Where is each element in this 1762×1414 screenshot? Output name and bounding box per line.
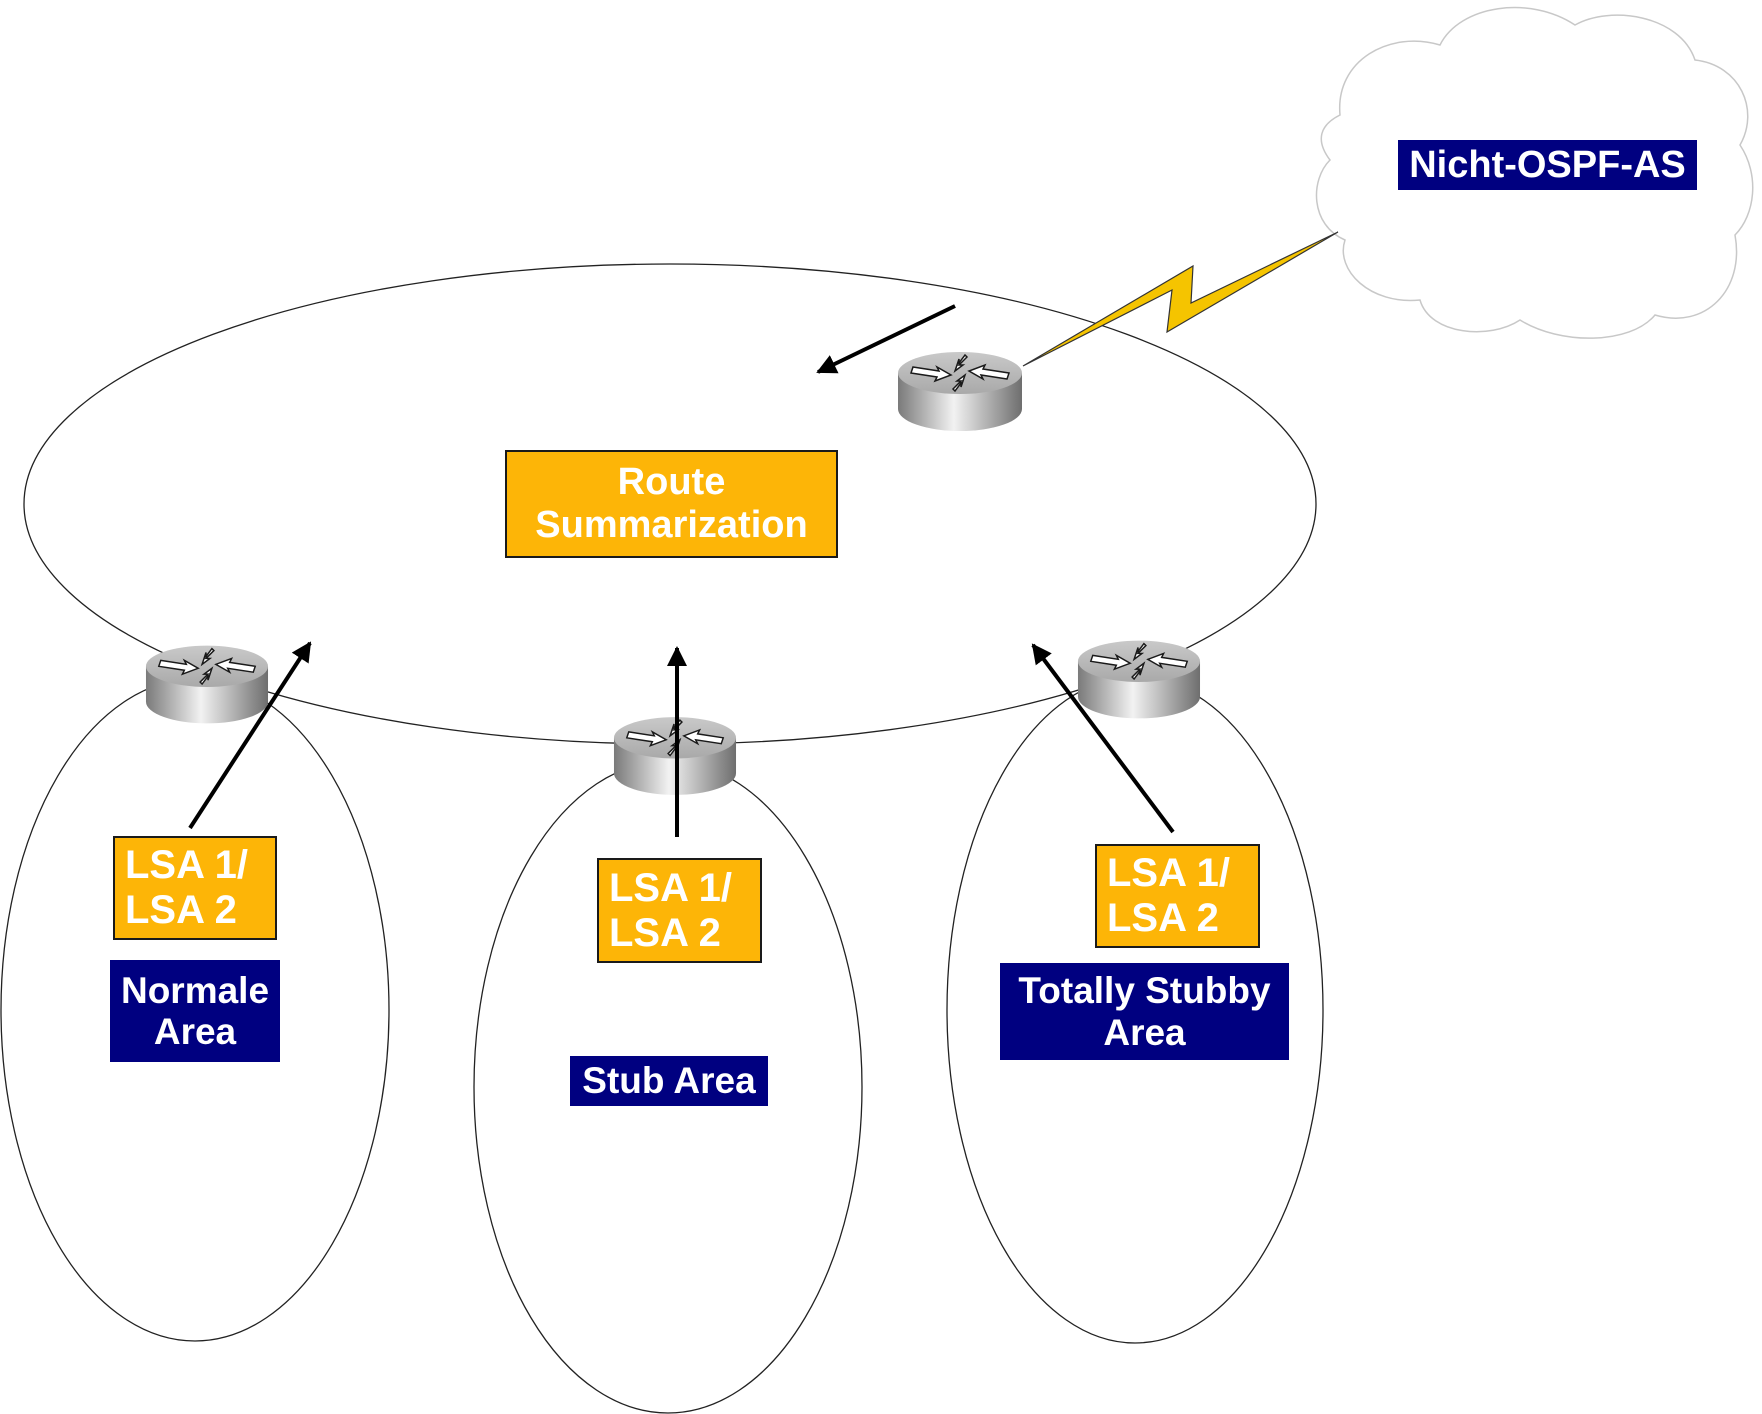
external-as-label-text: Nicht-OSPF-AS [1409, 143, 1686, 186]
area-name-line1: Totally Stubby [1018, 970, 1271, 1012]
arrow-icon-normal-to-backbone [188, 641, 312, 830]
lsa-box-stub-area: LSA 1/ LSA 2 [597, 858, 762, 963]
area-name-line2: Area [1103, 1011, 1186, 1053]
route-summarization-box: Route Summarization [505, 450, 838, 558]
lsa-line2: LSA 2 [609, 910, 721, 955]
area-label-stub: Stub Area [570, 1056, 768, 1106]
area-label-normal: Normale Area [110, 960, 280, 1062]
route-summarization-line1: Route [617, 461, 726, 504]
lsa-box-totally-stubby-area: LSA 1/ LSA 2 [1095, 844, 1260, 948]
area-label-totally-stubby: Totally Stubby Area [1000, 963, 1289, 1060]
lsa-line1: LSA 1/ [125, 843, 248, 888]
area-name-line2: Area [153, 1011, 237, 1052]
lsa-line1: LSA 1/ [609, 865, 732, 910]
arrow-icon-totally-stubby-to-backbone [1031, 643, 1175, 834]
router-icon-abr-totally-stubby [1077, 639, 1201, 720]
lsa-line1: LSA 1/ [1107, 851, 1230, 896]
area-name-line1: Stub Area [582, 1060, 756, 1102]
lsa-line2: LSA 2 [1107, 896, 1219, 940]
router-icon-asbr [897, 351, 1023, 432]
lsa-line2: LSA 2 [125, 888, 237, 932]
route-summarization-line2: Summarization [535, 504, 808, 546]
area-name-line1: Normale [120, 969, 270, 1011]
external-as-label: Nicht-OSPF-AS [1398, 140, 1697, 190]
lightning-bolt-icon [1022, 231, 1339, 367]
lsa-box-normal-area: LSA 1/ LSA 2 [113, 836, 277, 940]
router-icon-abr-normal [145, 644, 269, 725]
arrow-icon-external-to-backbone [816, 304, 956, 374]
